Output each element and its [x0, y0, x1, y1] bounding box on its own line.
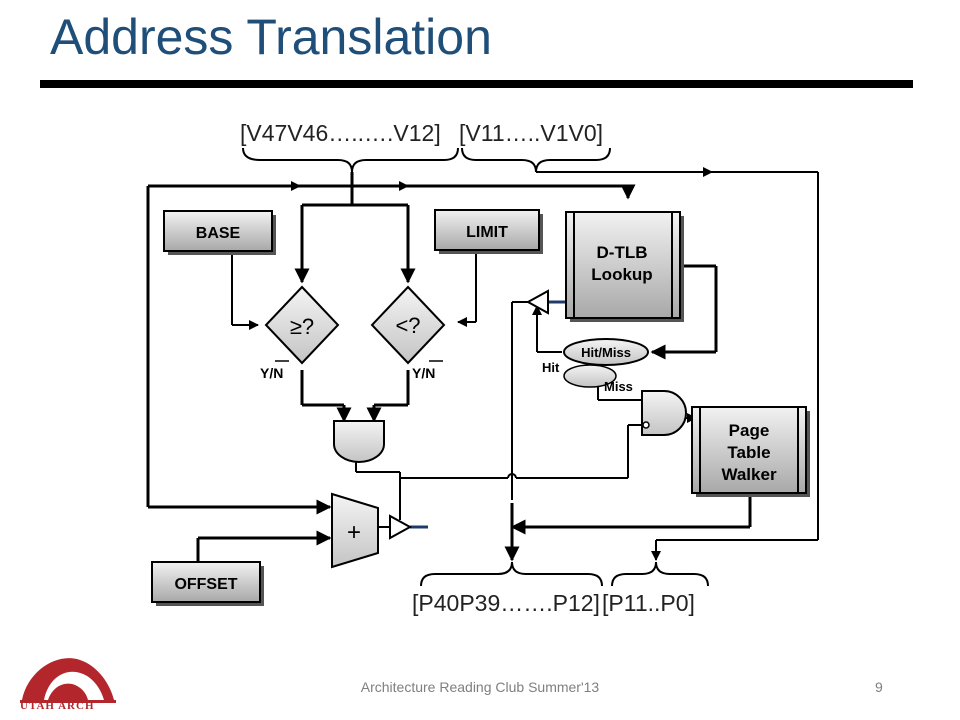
page-number: 9 [875, 679, 883, 695]
va-low-brace [461, 147, 611, 173]
ptw-label-line2: Table [727, 443, 770, 462]
utah-arch-logo [20, 658, 116, 703]
lt-comparator: <? [370, 285, 446, 365]
ptw-label-line1: Page [729, 421, 770, 440]
slide-title: Address Translation [50, 9, 492, 65]
wiring-thin [231, 167, 819, 561]
page-table-walker-box: Page Table Walker [691, 406, 810, 497]
footer-text: Architecture Reading Club Summer'13 [360, 679, 600, 695]
yn-right-label: Y/N [412, 365, 435, 381]
offset-register-box: OFFSET [151, 561, 264, 606]
dtlb-label-line1: D-TLB [597, 243, 648, 262]
ge-label: ≥? [290, 314, 314, 339]
va-high-label: [V47V46…..….V12] [240, 120, 441, 146]
bus-stubs [410, 300, 566, 529]
logo-text: UTAH ARCH [20, 700, 95, 712]
tlb-output-buffer [525, 289, 549, 315]
hitmiss-label: Hit/Miss [581, 345, 631, 360]
dtlb-label-line2: Lookup [591, 265, 652, 284]
miss-and-gate [641, 390, 687, 436]
lt-label: <? [395, 313, 420, 338]
pa-low-label: [P11..P0] [602, 590, 695, 616]
base-register-box: BASE [163, 210, 276, 255]
pa-low-brace [611, 561, 709, 587]
yn-left-label: Y/N [260, 365, 283, 381]
title-rule [40, 80, 913, 88]
adder: + [331, 492, 379, 569]
adder-output-buffer [389, 514, 413, 540]
hit-miss-node: Hit/Miss [563, 338, 649, 388]
va-high-brace [242, 147, 459, 173]
base-label: BASE [196, 225, 241, 242]
ge-comparator: ≥? [264, 285, 340, 365]
plus-label: + [347, 519, 361, 546]
miss-label: Miss [604, 379, 633, 394]
wiring [146, 172, 752, 562]
dtlb-box: D-TLB Lookup [565, 211, 684, 322]
limit-label: LIMIT [466, 224, 508, 241]
ptw-label-line3: Walker [721, 465, 777, 484]
pa-high-brace [420, 561, 603, 587]
pa-high-label: [P40P39…….P12] [412, 590, 600, 616]
limit-register-box: LIMIT [434, 209, 543, 254]
range-and-gate [333, 420, 385, 463]
hit-label: Hit [542, 360, 560, 375]
va-low-label: [V11…..V1V0] [459, 120, 603, 146]
and-gate-inverter-bubble [642, 421, 650, 429]
offset-label: OFFSET [174, 576, 237, 593]
